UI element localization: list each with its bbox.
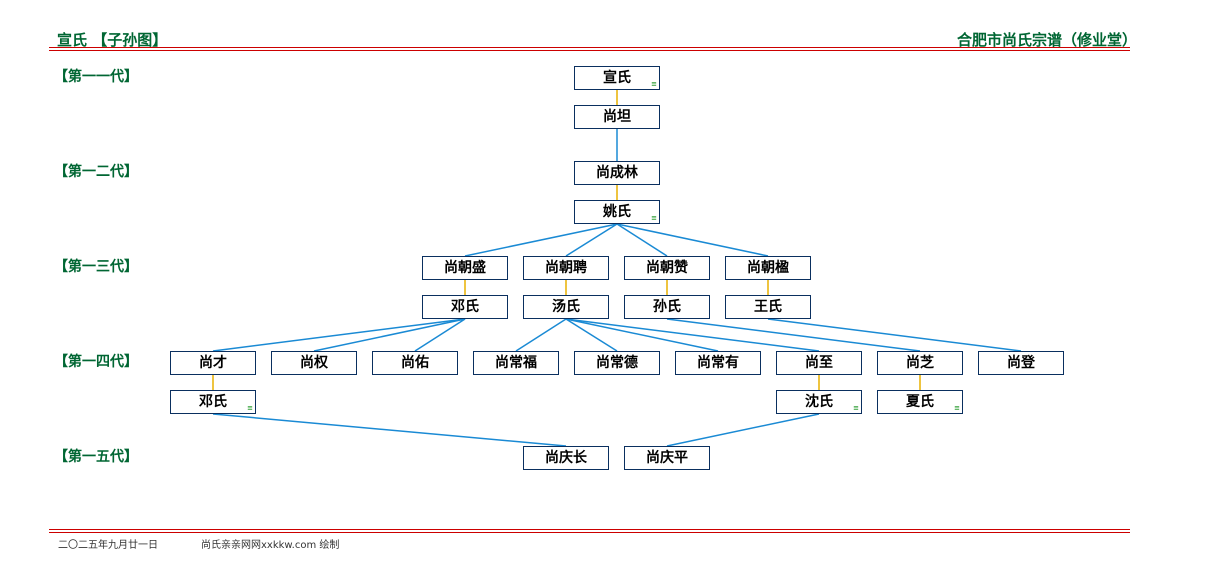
person-name: 尚权 (300, 355, 328, 371)
person-name: 尚才 (199, 355, 227, 371)
person-node[interactable]: 尚朝赞 (624, 256, 710, 280)
person-node[interactable]: 宣氏 ≡ (574, 66, 660, 90)
person-name: 姚氏 (603, 204, 631, 220)
person-name: 尚常有 (697, 355, 739, 371)
chart-title: 宣氏 【子孙图】 (57, 31, 168, 49)
generation-label-13: 【第一三代】 (54, 259, 138, 275)
person-node[interactable]: 夏氏 ≡ (877, 390, 963, 414)
person-node[interactable]: 尚权 (271, 351, 357, 375)
generation-label-15: 【第一五代】 (54, 449, 138, 465)
person-name: 尚至 (805, 355, 833, 371)
person-node[interactable]: 王氏 (725, 295, 811, 319)
person-node[interactable]: 尚庆长 (523, 446, 609, 470)
person-name: 尚佑 (401, 355, 429, 371)
descent-link (313, 318, 466, 352)
spouse-marker-icon: ≡ (247, 404, 253, 412)
person-name: 邓氏 (199, 394, 227, 410)
person-name: 尚朝盛 (444, 260, 486, 276)
person-node[interactable]: 尚芝 (877, 351, 963, 375)
generation-label-12: 【第一二代】 (54, 164, 138, 180)
generation-label-11: 【第一一代】 (54, 69, 138, 85)
descent-link (616, 223, 769, 257)
person-node[interactable]: 邓氏 ≡ (170, 390, 256, 414)
genealogy-title: 合肥市尚氏宗谱（修业堂） (956, 31, 1137, 49)
person-name: 邓氏 (451, 299, 479, 315)
person-node[interactable]: 尚朝盛 (422, 256, 508, 280)
person-name: 尚庆平 (646, 450, 688, 466)
person-name: 尚常德 (596, 355, 638, 371)
person-name: 汤氏 (552, 299, 580, 315)
person-node[interactable]: 尚朝楹 (725, 256, 811, 280)
person-name: 尚朝赞 (646, 260, 688, 276)
descent-link (616, 223, 668, 257)
person-node[interactable]: 尚朝聘 (523, 256, 609, 280)
person-name: 夏氏 (906, 394, 934, 410)
person-node[interactable]: 尚常德 (574, 351, 660, 375)
person-name: 尚坦 (603, 109, 631, 125)
person-node[interactable]: 孙氏 (624, 295, 710, 319)
person-node[interactable]: 邓氏 (422, 295, 508, 319)
spouse-marker-icon: ≡ (651, 214, 657, 222)
person-name: 孙氏 (653, 299, 681, 315)
footer-credit[interactable]: 尚氏亲亲网网xxkkw.com 绘制 (201, 540, 340, 551)
person-node[interactable]: 尚佑 (372, 351, 458, 375)
descent-link (666, 318, 921, 352)
person-node[interactable]: 沈氏 ≡ (776, 390, 862, 414)
footer-date: 二〇二五年九月廿一日 (58, 540, 158, 551)
person-name: 尚芝 (906, 355, 934, 371)
person-node[interactable]: 尚才 (170, 351, 256, 375)
person-node[interactable]: 尚常有 (675, 351, 761, 375)
header-rule-bottom (49, 50, 1130, 51)
person-node[interactable]: 尚至 (776, 351, 862, 375)
person-node[interactable]: 汤氏 (523, 295, 609, 319)
descent-link (414, 318, 466, 352)
person-name: 沈氏 (805, 394, 833, 410)
person-name: 尚常福 (495, 355, 537, 371)
descent-link (212, 318, 466, 352)
person-node[interactable]: 尚登 (978, 351, 1064, 375)
descent-link (666, 413, 820, 447)
descent-link (565, 223, 618, 257)
person-node[interactable]: 尚庆平 (624, 446, 710, 470)
person-name: 尚登 (1007, 355, 1035, 371)
person-node[interactable]: 尚成林 (574, 161, 660, 185)
descent-link (464, 223, 618, 257)
footer-rule-top (49, 529, 1130, 530)
descent-link (515, 318, 567, 352)
footer-rule-bottom (49, 532, 1130, 533)
spouse-marker-icon: ≡ (853, 404, 859, 412)
person-name: 尚庆长 (545, 450, 587, 466)
person-name: 尚朝聘 (545, 260, 587, 276)
person-name: 宣氏 (603, 70, 631, 86)
descent-link (212, 413, 567, 447)
person-name: 尚成林 (596, 165, 638, 181)
generation-label-14: 【第一四代】 (54, 354, 138, 370)
person-node[interactable]: 姚氏 ≡ (574, 200, 660, 224)
spouse-marker-icon: ≡ (651, 80, 657, 88)
person-name: 尚朝楹 (747, 260, 789, 276)
header-rule-top (49, 47, 1130, 48)
person-name: 王氏 (754, 299, 782, 315)
spouse-marker-icon: ≡ (954, 404, 960, 412)
person-node[interactable]: 尚坦 (574, 105, 660, 129)
descent-link (565, 318, 820, 352)
descent-link (565, 318, 719, 352)
descent-link (767, 318, 1022, 352)
descent-link (565, 318, 618, 352)
person-node[interactable]: 尚常福 (473, 351, 559, 375)
